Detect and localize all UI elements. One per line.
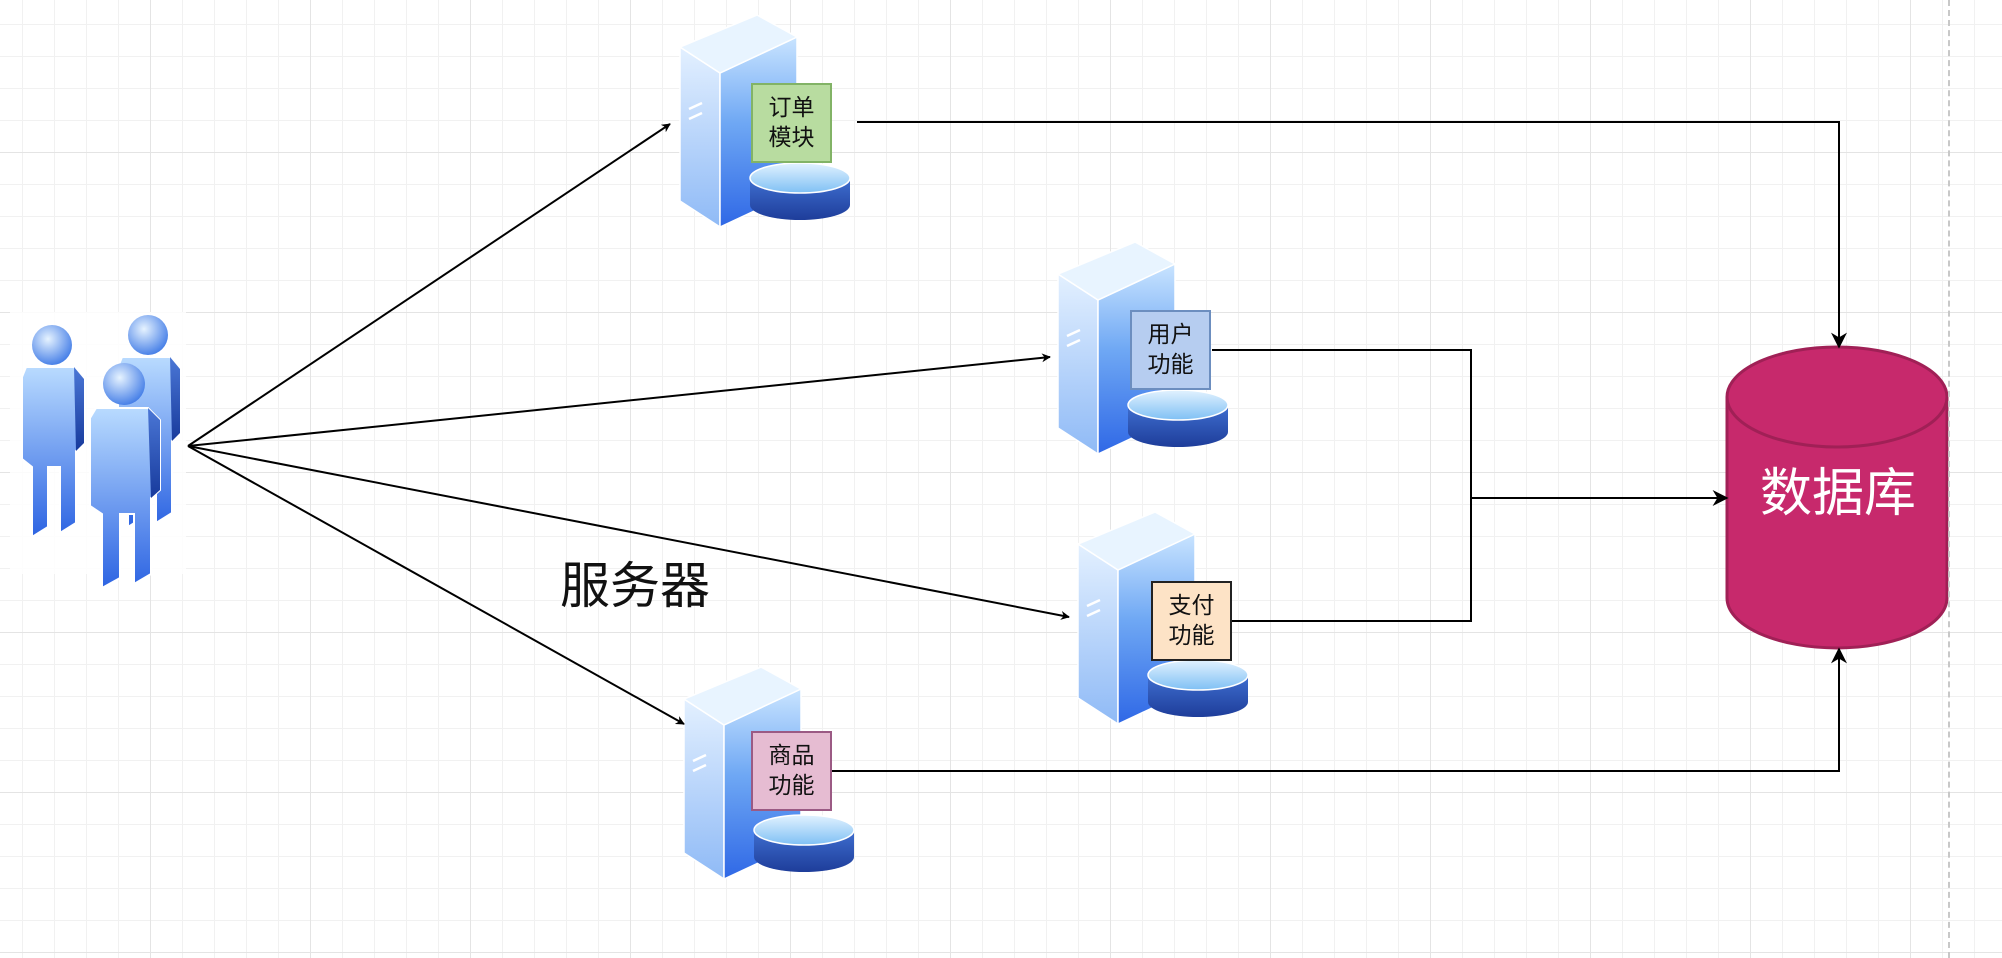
- order-module-label[interactable]: 订单 模块: [751, 83, 832, 163]
- connector-product-to-database: [831, 647, 1847, 772]
- arrow-users-to-order: [187, 123, 671, 447]
- servers-caption: 服务器: [560, 557, 710, 615]
- database-label: 数据库: [1759, 464, 1916, 524]
- connector-user-to-database: [1212, 349, 1472, 498]
- arrow-users-to-user: [187, 353, 1051, 447]
- product-function-label[interactable]: 商品 功能: [751, 731, 832, 811]
- arrow-users-to-payment: [187, 445, 1070, 620]
- user-to-server-connectors: [187, 123, 1070, 725]
- user-function-label[interactable]: 用户 功能: [1130, 310, 1211, 390]
- page-boundary: [1948, 0, 1950, 958]
- users-icon: [10, 312, 186, 590]
- payment-function-label[interactable]: 支付 功能: [1151, 581, 1232, 661]
- connector-order-to-database: [857, 121, 1847, 349]
- connector-payment-to-database: [1232, 498, 1472, 622]
- database-top: [1725, 345, 1949, 449]
- arrow-users-to-product: [187, 445, 685, 725]
- server-to-database-connectors: [831, 121, 1847, 772]
